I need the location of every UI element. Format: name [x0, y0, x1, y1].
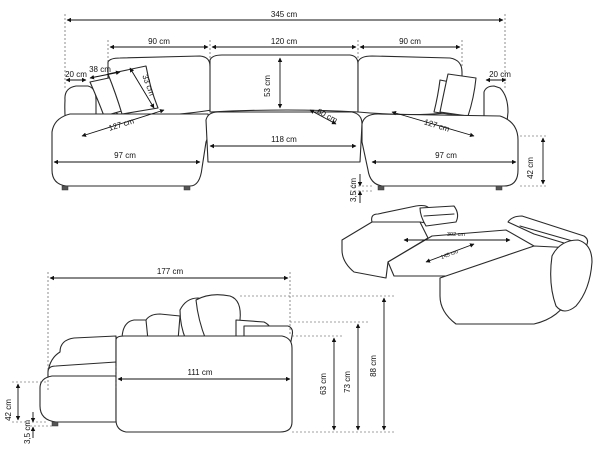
- front-view: 345 cm 90 cm 120 cm 90 cm 20 cm 20 cm 38…: [51, 10, 548, 203]
- dim-right-arm: 20 cm: [489, 70, 511, 79]
- side-main-seat: [115, 335, 293, 433]
- foot: [183, 185, 191, 191]
- dim-right-seat-width: 97 cm: [435, 151, 457, 160]
- dim-middle-seat-width: 118 cm: [271, 135, 297, 144]
- dim-bed-depth: 145 cm: [440, 249, 459, 261]
- dim-pillow-width: 38 cm: [89, 65, 111, 74]
- bed-right-arm: [550, 239, 593, 312]
- bed-left-cushion: [419, 205, 459, 227]
- dim-side-seat-depth: 111 cm: [187, 368, 212, 377]
- dim-right-chaise-width: 90 cm: [399, 37, 421, 46]
- dim-side-arm-height: 63 cm: [319, 373, 328, 395]
- foot: [51, 421, 59, 427]
- dim-left-chaise-width: 90 cm: [148, 37, 170, 46]
- side-chaise-front: [39, 375, 117, 423]
- dim-side-total-depth: 177 cm: [157, 267, 184, 276]
- dim-side-total-height: 88 cm: [369, 355, 378, 377]
- dim-side-back-height: 73 cm: [343, 371, 352, 393]
- dim-bed-width: 302 cm: [447, 232, 465, 238]
- foot: [377, 185, 385, 191]
- side-pillow-1: [145, 313, 181, 341]
- foot: [61, 185, 69, 191]
- foot: [495, 185, 503, 191]
- dim-total-width: 345 cm: [271, 10, 298, 19]
- dim-left-seat-width: 97 cm: [114, 151, 136, 160]
- side-pillow-3: [195, 294, 241, 341]
- back-cushion-middle: [209, 54, 359, 113]
- dim-side-leg-height: 3,5 cm: [23, 420, 32, 444]
- dim-backrest-height: 53 cm: [263, 75, 272, 97]
- dim-leg-height: 3,5 cm: [349, 178, 358, 202]
- dim-middle-width: 120 cm: [271, 37, 298, 46]
- dim-side-seat-height: 42 cm: [4, 399, 13, 421]
- bed-left-chaise: [341, 221, 429, 279]
- dim-left-arm: 20 cm: [65, 70, 87, 79]
- dim-seat-height: 42 cm: [526, 157, 535, 179]
- side-view: 177 cm 111 cm 42 cm 3,5 cm 63 cm 73 cm 8…: [4, 267, 396, 444]
- bed-view: 302 cm 145 cm: [341, 204, 593, 325]
